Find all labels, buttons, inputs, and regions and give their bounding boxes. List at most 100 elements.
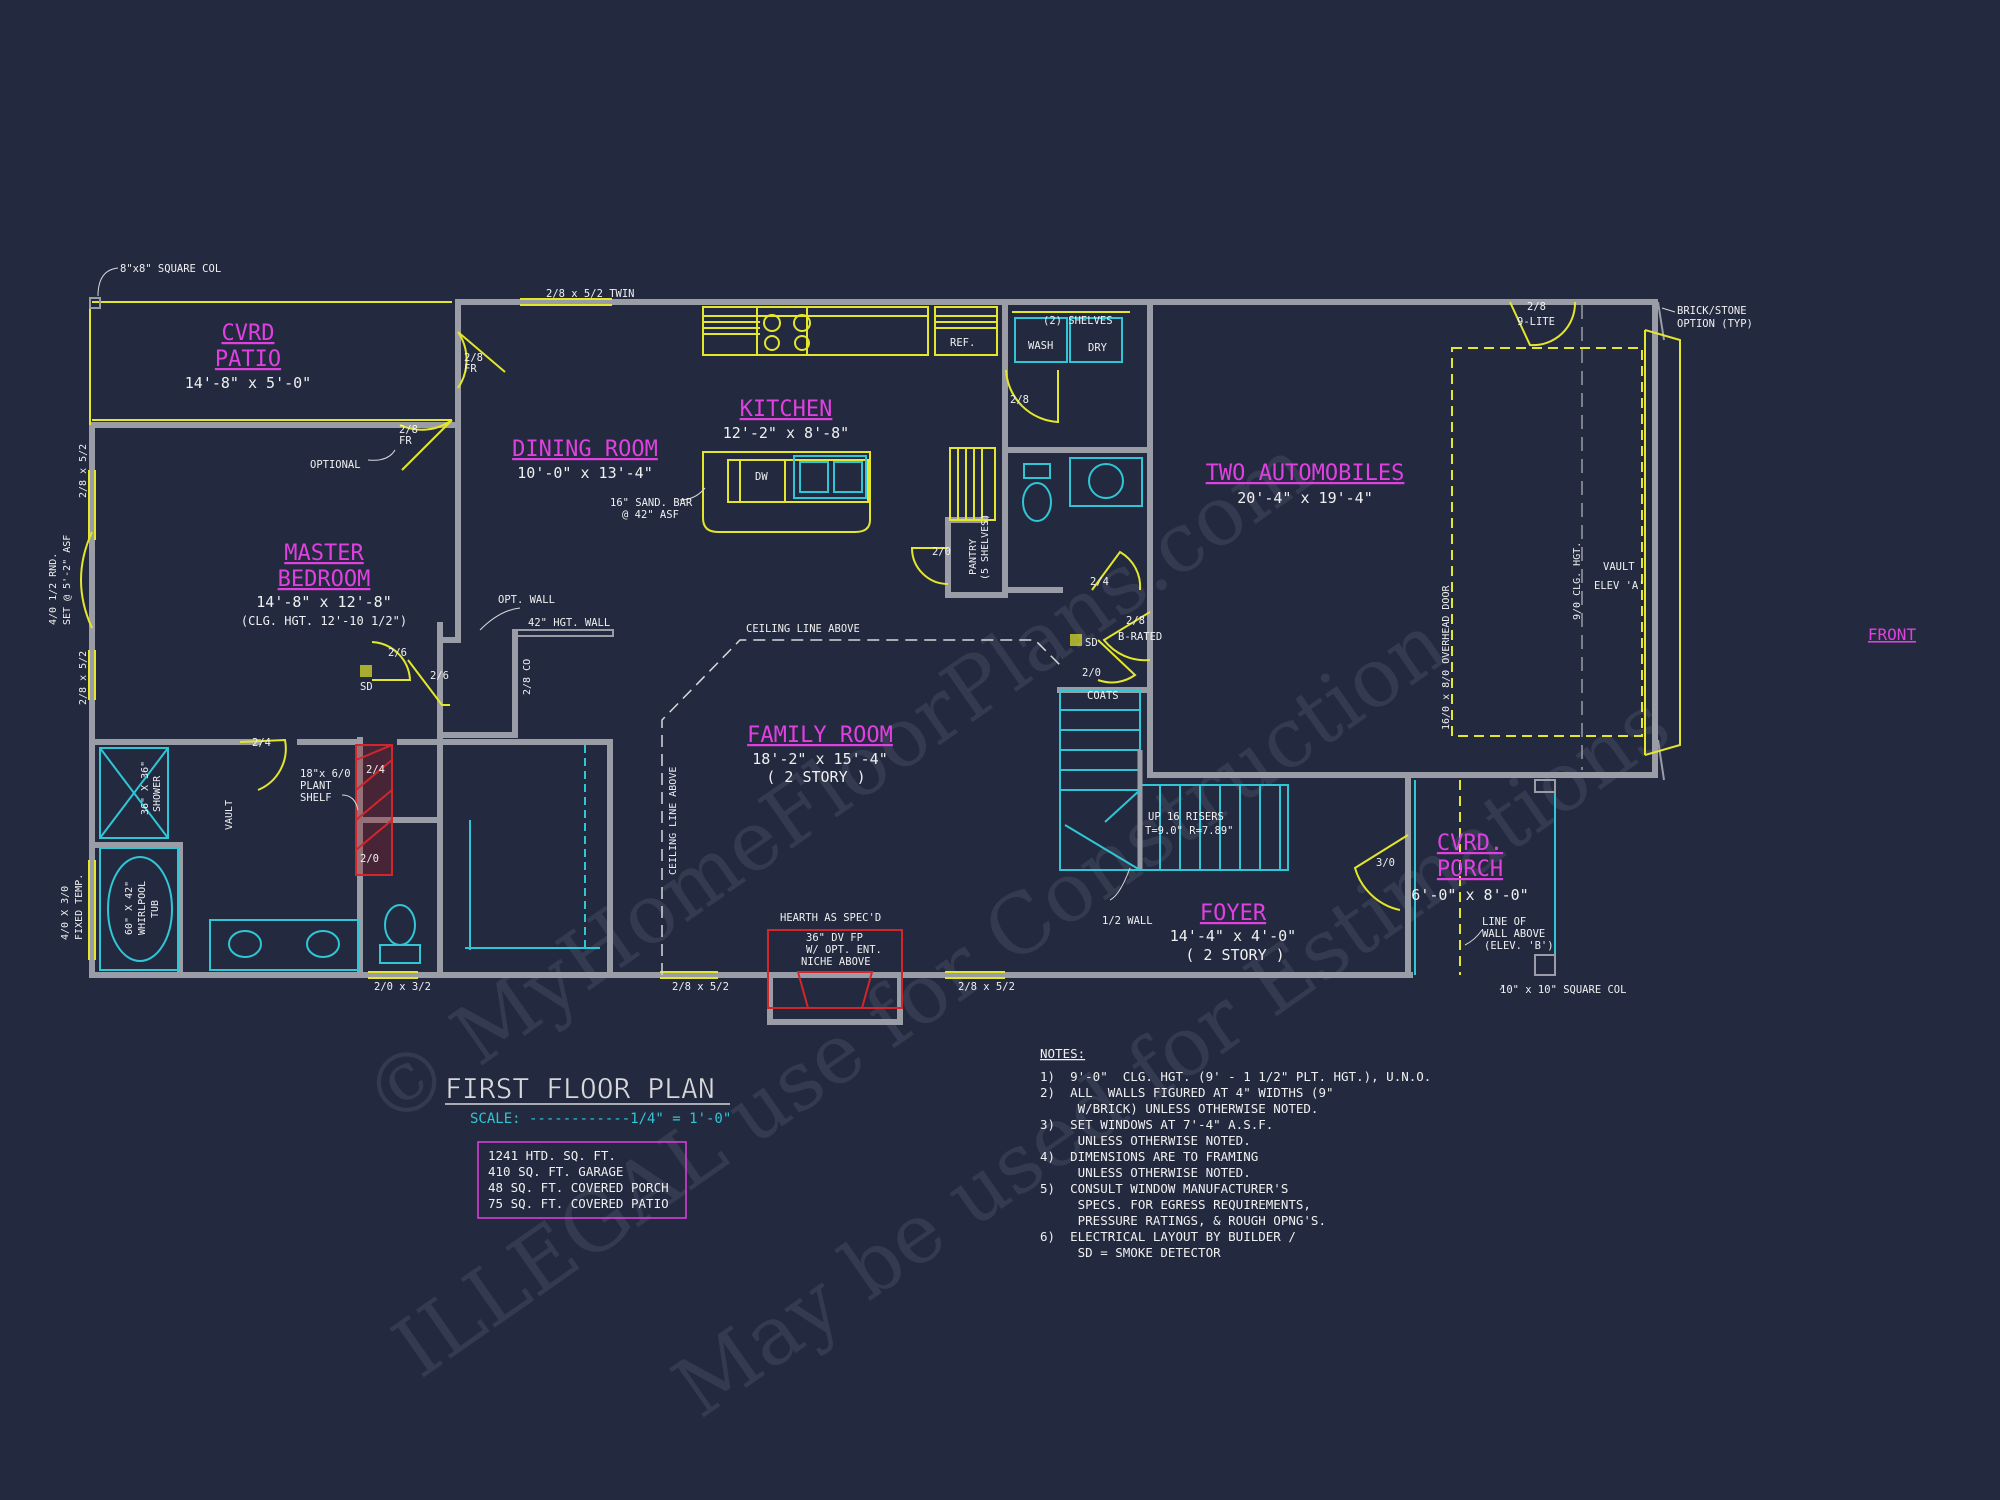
note-fp-3: NICHE ABOVE [801, 956, 871, 968]
note-door-red-2: 2/0 [360, 853, 379, 865]
note-plant-3: SHELF [300, 792, 332, 804]
note-stairs-2: T=9.0" R=7.89" [1145, 825, 1234, 837]
note-tub-3: TUB [150, 900, 161, 918]
master-dims: 14'-8" x 12'-8" [256, 593, 391, 611]
note-door-patio-fr: FR [464, 363, 477, 375]
porch-title-2: PORCH [1437, 857, 1503, 882]
plan-title: FIRST FLOOR PLAN [445, 1072, 715, 1105]
note-door-20: 2/0 [1082, 667, 1101, 679]
notes-line-5: UNLESS OTHERWISE NOTED. [1040, 1133, 1251, 1148]
note-window-left-1: 2/8 x 5/2 [78, 444, 89, 498]
note-fixed-temp-2: FIXED TEMP. [74, 874, 85, 940]
foyer-note: ( 2 STORY ) [1185, 946, 1284, 964]
area-line-4: 75 SQ. FT. COVERED PATIO [488, 1196, 669, 1211]
note-door-30: 3/0 [1376, 857, 1395, 869]
smoke-detectors [360, 634, 1082, 677]
note-door-red-1: 2/4 [366, 764, 385, 776]
note-pantry-1: PANTRY [968, 539, 979, 575]
area-box [477, 1141, 687, 1219]
ceiling-line [661, 639, 1061, 975]
note-square-col-bottom: 10" x 10" SQUARE COL [1500, 984, 1626, 996]
brick-option [1657, 301, 1665, 781]
notes-line-10: PRESSURE RATINGS, & ROUGH OPNG'S. [1040, 1213, 1326, 1228]
note-pantry-2: (5 SHELVES) [980, 514, 991, 580]
note-brick-2: OPTION (TYP) [1677, 318, 1753, 330]
note-window-rnd-1: 4/0 1/2 RND. [48, 553, 59, 625]
note-window-top: 2/8 x 5/2 TWIN [546, 288, 635, 300]
room-dims: 14'-8" x 5'-0" 10'-0" x 13'-4" 12'-2" x … [185, 374, 1529, 964]
note-plant-2: PLANT [300, 780, 332, 792]
porch-frame [1414, 779, 1556, 976]
master-title-2: BEDROOM [278, 567, 371, 592]
leader-lines [97, 267, 1676, 991]
family-title: FAMILY ROOM [747, 723, 893, 748]
note-line-wall-3: (ELEV. 'B') [1484, 940, 1554, 952]
notes-line-9: SPECS. FOR EGRESS REQUIREMENTS, [1040, 1197, 1311, 1212]
note-ceiling-line-v: CEILING LINE ABOVE [668, 767, 679, 875]
note-tub-2: WHIRLPOOL [137, 881, 148, 935]
patio-dims: 14'-8" x 5'-0" [185, 374, 311, 392]
notes-line-4: 3) SET WINDOWS AT 7'-4" A.S.F. [1040, 1117, 1273, 1132]
notes-line-11: 6) ELECTRICAL LAYOUT BY BUILDER / [1040, 1229, 1296, 1244]
notes-line-3: W/BRICK) UNLESS OTHERWISE NOTED. [1040, 1101, 1318, 1116]
notes-heading: NOTES: [1040, 1046, 1085, 1061]
note-line-wall-1: LINE OF [1482, 916, 1526, 928]
red-doors [355, 744, 393, 876]
note-fp-1: 36" DV FP [806, 932, 863, 944]
note-brick-1: BRICK/STONE [1677, 305, 1747, 317]
note-sand-bar-1: 16" SAND. BAR [610, 497, 693, 509]
patio-title-1: CVRD [222, 321, 275, 346]
note-line-wall-2: WALL ABOVE [1482, 928, 1545, 940]
note-door-garage-1: 2/8 [1126, 615, 1145, 627]
note-sd: SD [360, 681, 373, 693]
note-plant-1: 18"x 6/0 [300, 768, 351, 780]
master-title-1: MASTER [284, 541, 364, 566]
note-dw: DW [755, 471, 768, 483]
note-optional: OPTIONAL [310, 459, 361, 471]
kitchen-sink [793, 455, 867, 499]
note-overhead-door: 16/0 x 8/0 OVERHEAD DOOR [1441, 585, 1452, 730]
note-door-optional: 2/8 [399, 424, 418, 436]
note-door-laundry: 2/8 [1010, 394, 1029, 406]
note-dry: DRY [1088, 342, 1108, 354]
family-note: ( 2 STORY ) [766, 768, 865, 786]
notes: NOTES: 1) 9'-0" CLG. HGT. (9' - 1 1/2" P… [1040, 1046, 1431, 1260]
room-labels: CVRD PATIO DINING ROOM KITCHEN MASTER BE… [215, 321, 1917, 926]
note-clg-hgt: 9/0 CLG. HGT. [1572, 542, 1583, 620]
note-hearth: HEARTH AS SPEC'D [780, 912, 881, 924]
note-window-bottom-3: 2/8 x 5/2 [958, 981, 1015, 993]
note-garage-door-1: 2/8 [1527, 301, 1546, 313]
master-note: (CLG. HGT. 12'-10 1/2") [241, 614, 407, 628]
master-bath-fixtures [99, 745, 600, 971]
note-shower-1: 36" X 36" [140, 761, 151, 815]
note-door-garage-2: B-RATED [1118, 631, 1162, 643]
round-window [80, 531, 93, 629]
note-window-bottom-2: 2/8 x 5/2 [672, 981, 729, 993]
note-wash: WASH [1028, 340, 1053, 352]
walls [89, 299, 1658, 1025]
laundry-fixtures [1012, 311, 1130, 363]
patio-title-2: PATIO [215, 347, 281, 372]
note-elev-a: ELEV 'A' [1594, 580, 1645, 592]
note-sand-bar-2: @ 42" ASF [622, 509, 679, 521]
note-door-26b: 2/6 [430, 670, 449, 682]
note-window-bottom-1: 2/0 x 3/2 [374, 981, 431, 993]
note-ref: REF. [950, 337, 975, 349]
note-shelves: (2) SHELVES [1043, 315, 1113, 327]
kitchen-dims: 12'-2" x 8'-8" [723, 424, 849, 442]
note-door-28co: 2/8 CO [522, 659, 533, 695]
rotated-annotations: 2/8 x 5/2 2/8 x 5/2 4/0 1/2 RND. SET @ 5… [48, 444, 1583, 940]
area-line-2: 410 SQ. FT. GARAGE [488, 1164, 623, 1179]
note-garage-door-2: 9-LITE [1517, 316, 1555, 328]
pantry-shelves [949, 447, 996, 521]
note-door-26a: 2/6 [388, 647, 407, 659]
plan-scale: SCALE: ------------1/4" = 1'-0" [470, 1111, 731, 1127]
note-vault: VAULT [1603, 561, 1635, 573]
dining-title: DINING ROOM [512, 437, 658, 462]
porch-dims: 6'-0" x 8'-0" [1411, 886, 1528, 904]
windows [88, 298, 1005, 979]
notes-line-12: SD = SMOKE DETECTOR [1040, 1245, 1221, 1260]
note-half-wall: 1/2 WALL [1102, 915, 1153, 927]
note-door-24: 2/4 [252, 737, 271, 749]
